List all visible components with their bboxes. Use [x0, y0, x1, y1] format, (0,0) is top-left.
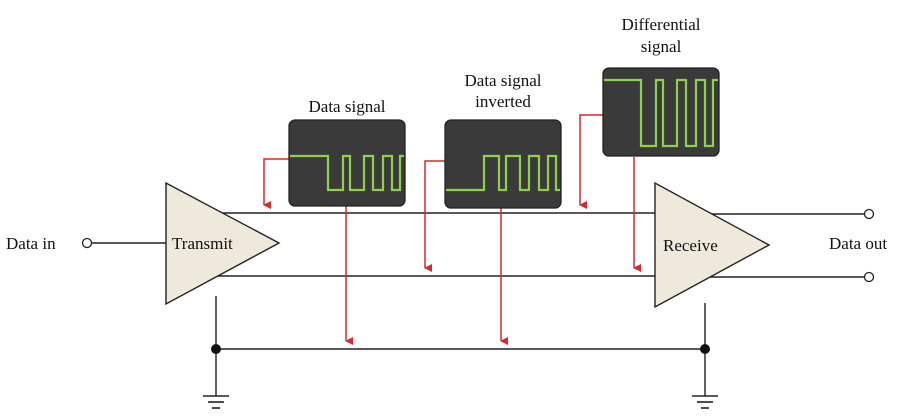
scope3-title-line1: Differential [622, 15, 701, 34]
scope-trace [290, 154, 404, 192]
wires [91, 212, 865, 396]
probe-arrows [263, 114, 641, 345]
transmit-amplifier [165, 181, 281, 306]
receive-amplifier [654, 181, 771, 309]
junction-dot-left [211, 344, 221, 354]
transmit-label: Transmit [172, 234, 233, 253]
scope3-title-line2: signal [641, 37, 682, 56]
scope1-title: Data signal [309, 97, 386, 116]
data-out-label: Data out [829, 234, 887, 253]
scope2-title-line1: Data signal [465, 71, 542, 90]
junction-dot-right [700, 344, 710, 354]
data-out-terminal-top [863, 208, 875, 220]
scope-screen [444, 119, 562, 209]
scope-screen [602, 67, 720, 157]
data-in-label: Data in [6, 234, 56, 253]
data-out-terminal-bottom [863, 271, 875, 283]
scope-differential-signal [602, 67, 720, 157]
scope-data-signal [288, 119, 406, 207]
receive-label: Receive [663, 236, 718, 255]
ground-symbol-left [203, 395, 229, 409]
ground-symbol-right [692, 395, 718, 409]
scope-screen [288, 119, 406, 207]
probe-scope1-top [263, 158, 289, 209]
scope2-title-line2: inverted [475, 92, 531, 111]
probe-scope3-top [579, 114, 603, 209]
scope-trace [446, 154, 560, 192]
probe-scope2-bottom [424, 160, 445, 272]
data-in-terminal [81, 237, 93, 249]
scope-trace [604, 78, 718, 148]
scope-data-signal-inverted [444, 119, 562, 209]
